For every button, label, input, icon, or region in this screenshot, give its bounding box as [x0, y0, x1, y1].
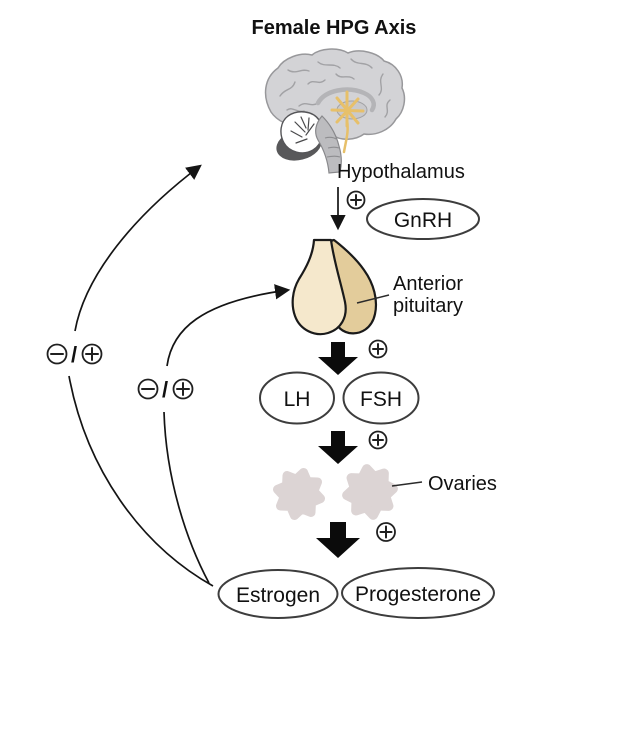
- feedback-slash: /: [162, 377, 168, 402]
- ovaries-to-hormones-arrow: [316, 522, 360, 558]
- gonadotropins-to-ovaries-arrow: [318, 431, 358, 464]
- corpus-callosum: [315, 87, 376, 113]
- diagram-title: Female HPG Axis: [252, 17, 417, 39]
- feedback-to-pituitary-arrow: [163, 284, 291, 584]
- progesterone-node: Progesterone: [341, 567, 495, 619]
- anterior-lobe-shape: [291, 238, 347, 336]
- minus-circle-icon: [46, 343, 68, 365]
- anterior-pituitary-label-line1: Anterior: [393, 273, 463, 295]
- ovary-right-shape: [342, 464, 398, 520]
- minus-circle-icon: [137, 378, 159, 400]
- ovaries-label-text: Ovaries: [428, 473, 497, 495]
- ovaries-label: Ovaries: [391, 473, 497, 495]
- fsh-node-label: FSH: [360, 388, 402, 411]
- stimulatory-plus-icon-hormones: [376, 522, 396, 542]
- stimulatory-plus-icon-gnrh: [346, 190, 366, 210]
- hypothalamus-label: Hypothalamus: [337, 161, 465, 183]
- feedback-slash: /: [71, 342, 77, 367]
- feedback-to-hypothalamus-arrow: [68, 164, 214, 587]
- anterior-pituitary-label-line2: pituitary: [393, 295, 463, 317]
- stimulatory-plus-icon-ovaries: [368, 430, 388, 450]
- stimulatory-plus-icon-gonadotropins: [368, 339, 388, 359]
- cerebellum-branches: [290, 116, 315, 144]
- anterior-pituitary-label: Anterior pituitary: [356, 273, 463, 317]
- estrogen-node: Estrogen: [217, 569, 339, 619]
- feedback-sign-pituitary: /: [137, 377, 194, 402]
- brain-illustration: [264, 48, 406, 174]
- ovaries-pointer-line: [391, 481, 423, 487]
- lh-node-label: LH: [284, 388, 311, 411]
- gnrh-node: GnRH: [366, 198, 480, 240]
- ovary-left-shape: [272, 467, 326, 521]
- cerebellum-shape: [280, 111, 324, 154]
- brainstem-shape: [315, 115, 342, 174]
- feedback-sign-hypothalamus: /: [46, 342, 103, 367]
- lh-node: LH: [259, 371, 335, 425]
- pituitary-illustration: [291, 238, 378, 336]
- hypothalamic-tract: [330, 90, 365, 154]
- progesterone-node-label: Progesterone: [355, 583, 481, 606]
- fsh-node: FSH: [342, 371, 420, 425]
- brainstem-hatches: [324, 136, 341, 158]
- plus-circle-icon: [172, 378, 194, 400]
- ovaries-illustration: [272, 464, 398, 521]
- estrogen-node-label: Estrogen: [236, 584, 320, 607]
- plus-circle-icon: [81, 343, 103, 365]
- pituitary-to-gonadotropins-arrow: [318, 342, 358, 375]
- gnrh-node-label: GnRH: [394, 209, 452, 232]
- anterior-pituitary-pointer-line: [356, 294, 390, 304]
